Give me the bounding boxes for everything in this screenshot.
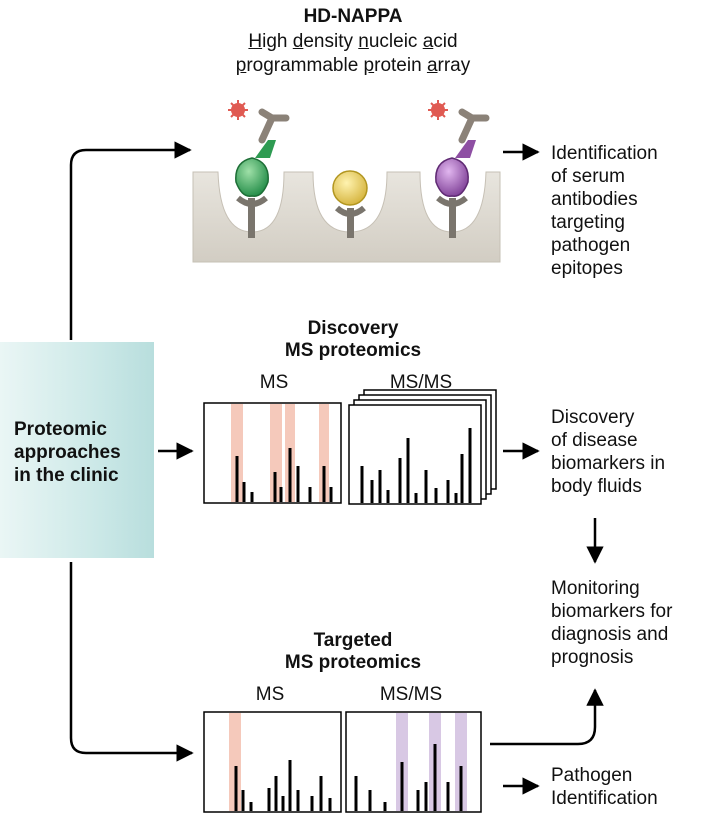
nappa-l2-w2-rest: rotein — [374, 55, 427, 76]
nappa-l1-w2-first: d — [292, 31, 304, 52]
targeted-msms-label: MS/MS — [379, 684, 443, 705]
source-label-line-3: in the clinic — [14, 465, 119, 486]
nappa-outcome-line-6: epitopes — [551, 258, 623, 279]
discovery-outcome-line-4: body fluids — [551, 476, 642, 497]
arrow-to-targeted — [69, 562, 194, 762]
nappa-l1-w1-rest: igh — [262, 31, 293, 52]
nappa-l1-w4-rest: cid — [433, 31, 458, 52]
monitoring-outcome-line-2: biomarkers for — [551, 601, 673, 622]
yellow-protein — [332, 170, 368, 217]
nappa-expansion-line-1: High density nucleic acid — [193, 30, 513, 53]
arrow-targeted-to-monitoring — [490, 688, 604, 746]
discovery-ms-spectrum — [203, 402, 342, 504]
monitoring-outcome-line-3: diagnosis and — [551, 624, 669, 645]
targeted-msms-spectrum — [345, 711, 482, 813]
nappa-outcome-line-5: pathogen — [551, 235, 631, 256]
discovery-outcome-line-3: biomarkers in — [551, 453, 666, 474]
targeted-title: Targeted MS proteomics — [243, 630, 463, 674]
discovery-outcome: Discovery of disease biomarkers in body … — [551, 406, 707, 498]
targeted-outcome: Pathogen Identification — [551, 764, 707, 810]
nappa-well-plate — [192, 171, 501, 263]
nappa-outcome-line-1: Identification — [551, 143, 658, 164]
discovery-outcome-line-2: of disease — [551, 430, 638, 451]
source-label: Proteomic approaches in the clinic — [14, 418, 154, 487]
discovery-outcome-line-1: Discovery — [551, 407, 635, 428]
nappa-outcome-line-3: antibodies — [551, 189, 638, 210]
discovery-title-line-1: Discovery — [307, 318, 399, 339]
discovery-title: Discovery MS proteomics — [243, 318, 463, 362]
discovery-ms-label: MS — [259, 372, 289, 393]
targeted-title-line-2: MS proteomics — [284, 652, 422, 673]
discovery-title-line-2: MS proteomics — [284, 340, 422, 361]
green-protein-with-antibody — [228, 100, 290, 207]
nappa-l2-w1-first: p — [235, 55, 247, 76]
source-label-line-2: approaches — [14, 442, 121, 463]
nappa-outcome-line-4: targeting — [551, 212, 625, 233]
nappa-outcome: Identification of serum antibodies targe… — [551, 142, 707, 280]
discovery-msms-spectra — [348, 389, 497, 505]
targeted-outcome-line-2: Identification — [551, 788, 658, 809]
purple-protein-with-antibody — [428, 100, 490, 207]
nappa-l1-w4-first: a — [422, 31, 434, 52]
monitoring-outcome: Monitoring biomarkers for diagnosis and … — [551, 577, 707, 669]
discovery-msms-label: MS/MS — [389, 372, 453, 393]
nappa-title: HD-NAPPA — [303, 6, 403, 27]
monitoring-outcome-line-4: prognosis — [551, 647, 634, 668]
nappa-outcome-line-2: of serum — [551, 166, 625, 187]
nappa-expansion-line-2: programmable protein array — [193, 54, 513, 77]
arrow-to-nappa — [69, 141, 192, 340]
targeted-title-line-1: Targeted — [313, 630, 393, 651]
nappa-l1-w3-rest: ucleic — [368, 31, 423, 52]
nappa-l2-w1-rest: rogrammable — [246, 55, 364, 76]
nappa-l1-w1-first: H — [248, 31, 263, 52]
monitoring-outcome-line-1: Monitoring — [551, 578, 640, 599]
nappa-l1-w3-first: n — [358, 31, 369, 52]
nappa-l2-w2-first: p — [363, 55, 375, 76]
targeted-outcome-line-1: Pathogen — [551, 765, 633, 786]
nappa-l1-w2-rest: ensity — [303, 31, 359, 52]
nappa-l2-w3-first: a — [426, 55, 438, 76]
nappa-l2-w3-rest: rray — [437, 55, 471, 76]
targeted-ms-spectrum — [203, 711, 342, 813]
targeted-ms-label: MS — [255, 684, 285, 705]
source-label-line-1: Proteomic — [14, 419, 107, 440]
source-box — [0, 342, 154, 558]
